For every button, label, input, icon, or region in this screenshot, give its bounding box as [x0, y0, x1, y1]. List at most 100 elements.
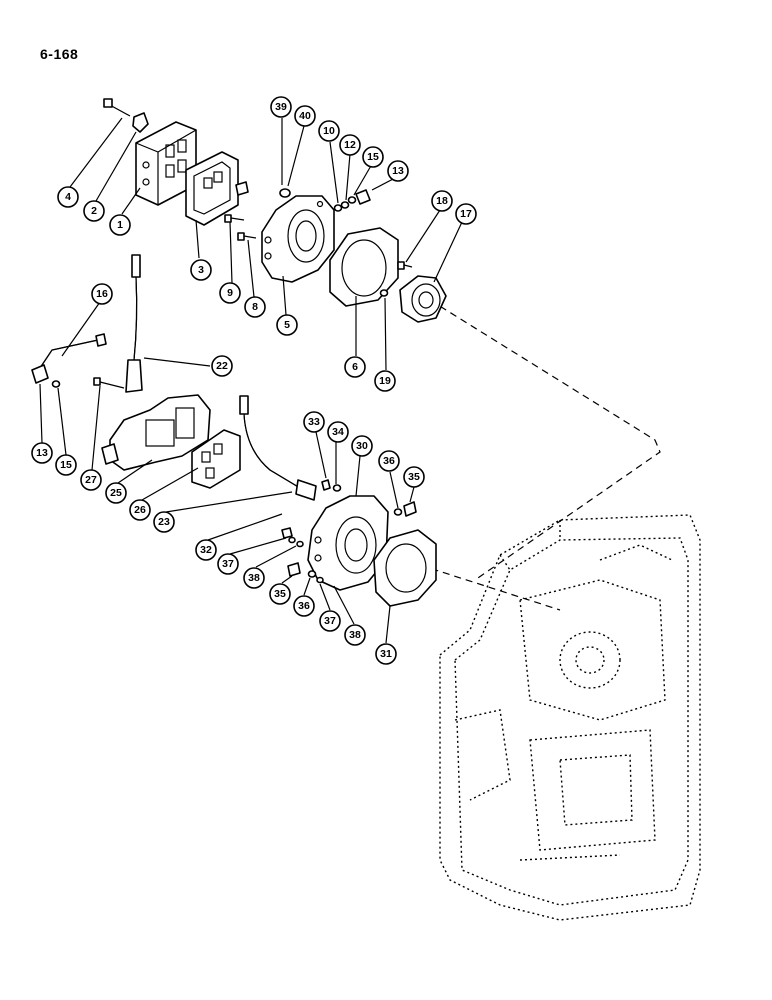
- svg-text:3: 3: [198, 264, 204, 276]
- svg-text:12: 12: [344, 139, 356, 151]
- callout-22: 22: [211, 355, 233, 377]
- bolt-8: [237, 232, 257, 241]
- plug-32: [281, 527, 293, 539]
- plug-39: [235, 181, 249, 196]
- svg-text:23: 23: [158, 516, 170, 528]
- callout-23: 23: [153, 511, 175, 533]
- callout-18: 18: [431, 190, 453, 212]
- callout-33: 33: [303, 411, 325, 433]
- callout-26: 26: [129, 499, 151, 521]
- callout-38-lower: 38: [344, 624, 366, 646]
- callout-1: 1: [109, 214, 131, 236]
- bolt-27: [93, 377, 125, 389]
- cable-23: [239, 395, 317, 501]
- gasket-31: [373, 529, 437, 607]
- bolt-4: [103, 98, 131, 117]
- callout-10: 10: [318, 120, 340, 142]
- svg-text:15: 15: [367, 151, 379, 163]
- svg-text:4: 4: [65, 191, 71, 203]
- callout-31: 31: [375, 643, 397, 665]
- plug-33: [321, 479, 331, 491]
- svg-text:10: 10: [323, 125, 335, 137]
- svg-text:31: 31: [380, 648, 392, 660]
- upper-valve-assembly: [103, 98, 447, 323]
- callout-27: 27: [80, 469, 102, 491]
- callout-15-upper: 15: [362, 146, 384, 168]
- callout-2: 2: [83, 200, 105, 222]
- callout-30: 30: [351, 435, 373, 457]
- callout-5: 5: [276, 314, 298, 336]
- seal-40: [279, 188, 291, 198]
- svg-text:5: 5: [284, 319, 290, 331]
- callout-25: 25: [105, 482, 127, 504]
- callout-34: 34: [327, 421, 349, 443]
- svg-text:35: 35: [408, 471, 420, 483]
- callout-15-lower: 15: [55, 454, 77, 476]
- svg-text:17: 17: [460, 208, 472, 220]
- washer-10: [333, 204, 343, 212]
- svg-text:13: 13: [36, 447, 48, 459]
- svg-text:30: 30: [356, 440, 368, 452]
- seal-36-lower: [307, 570, 317, 578]
- leader-lines: [39, 117, 463, 644]
- gasket-3: [185, 151, 239, 226]
- cover-17: [399, 275, 447, 323]
- alignment-lines: [419, 299, 661, 611]
- callout-36-lower: 36: [293, 595, 315, 617]
- seal-34: [332, 484, 342, 492]
- svg-text:18: 18: [436, 195, 448, 207]
- svg-text:39: 39: [275, 101, 287, 113]
- callout-17: 17: [455, 203, 477, 225]
- transmission-housing: [439, 514, 701, 921]
- callout-8: 8: [244, 296, 266, 318]
- callout-9: 9: [219, 282, 241, 304]
- washer-19: [379, 289, 389, 297]
- callout-40: 40: [294, 105, 316, 127]
- svg-text:19: 19: [379, 375, 391, 387]
- svg-text:2: 2: [91, 205, 97, 217]
- bolt-18: [397, 261, 413, 270]
- callout-35-upper: 35: [403, 466, 425, 488]
- tube-16: [31, 333, 107, 384]
- svg-text:15: 15: [60, 459, 72, 471]
- svg-text:6: 6: [352, 361, 358, 373]
- callout-39: 39: [270, 96, 292, 118]
- valve-assembly-25: [101, 394, 211, 471]
- callout-37-lower: 37: [319, 610, 341, 632]
- callout-35-lower: 35: [269, 583, 291, 605]
- fitting-13-upper: [355, 189, 371, 205]
- svg-text:36: 36: [383, 455, 395, 467]
- callout-38-upper: 38: [243, 567, 265, 589]
- valve-body-1: [135, 121, 197, 206]
- svg-text:9: 9: [227, 287, 233, 299]
- svg-text:38: 38: [248, 572, 260, 584]
- svg-text:22: 22: [216, 360, 228, 372]
- svg-text:34: 34: [332, 426, 344, 438]
- callout-4: 4: [57, 186, 79, 208]
- housing-5: [261, 195, 335, 283]
- clip-2: [132, 112, 149, 133]
- plug-35-upper: [403, 501, 417, 517]
- callout-3: 3: [190, 259, 212, 281]
- seal-36-upper: [393, 508, 403, 516]
- callout-19: 19: [374, 370, 396, 392]
- plug-35-lower: [287, 562, 301, 577]
- svg-text:32: 32: [200, 544, 212, 556]
- svg-text:37: 37: [324, 615, 336, 627]
- svg-text:8: 8: [252, 301, 258, 313]
- svg-text:16: 16: [96, 288, 108, 300]
- callout-6: 6: [344, 356, 366, 378]
- seal-37-lower: [316, 576, 324, 584]
- svg-text:38: 38: [349, 629, 361, 641]
- svg-text:36: 36: [298, 600, 310, 612]
- gasket-6: [329, 227, 399, 307]
- callout-32: 32: [195, 539, 217, 561]
- svg-text:40: 40: [299, 110, 311, 122]
- cable-22: [125, 254, 143, 393]
- svg-text:37: 37: [222, 558, 234, 570]
- seal-37: [288, 536, 296, 544]
- callout-37-upper: 37: [217, 553, 239, 575]
- svg-text:26: 26: [134, 504, 146, 516]
- callouts: 1 2 3 4 5 6 8 9 10 12 13 13 15 15 16 17 …: [31, 96, 477, 665]
- svg-text:1: 1: [117, 219, 123, 231]
